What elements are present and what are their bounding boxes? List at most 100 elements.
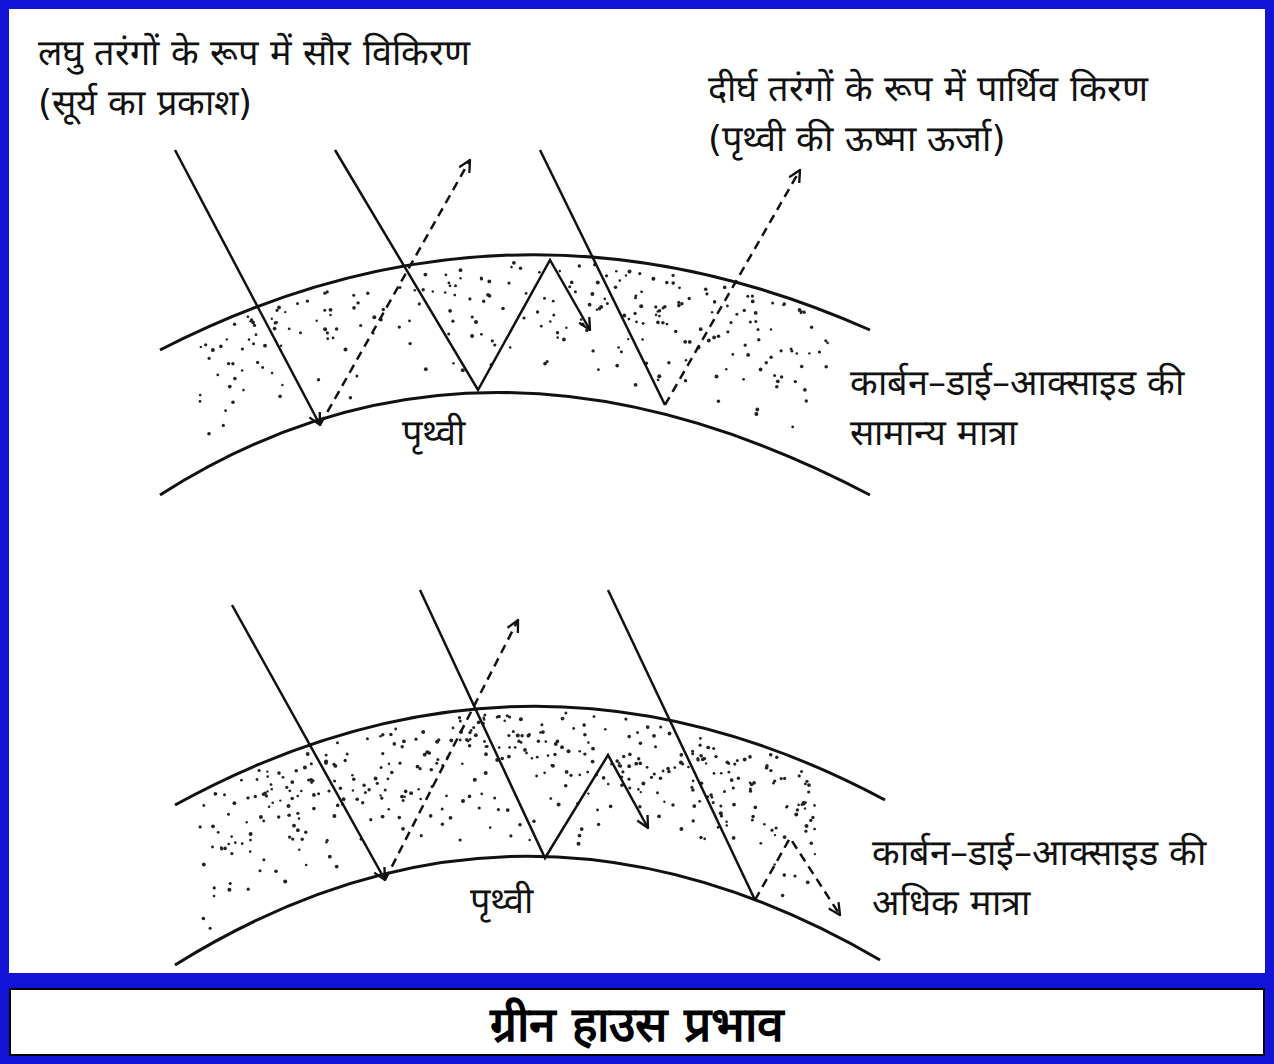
co2-dot: [326, 290, 329, 293]
co2-dot: [329, 308, 333, 312]
co2-dot: [578, 834, 582, 838]
co2-dot: [783, 873, 787, 877]
co2-dot: [581, 323, 585, 327]
co2-dot: [814, 853, 816, 855]
co2-dot: [382, 308, 385, 311]
co2-dot: [606, 302, 609, 305]
co2-dot: [335, 865, 339, 869]
co2-dot: [296, 302, 299, 305]
co2-dot: [219, 345, 223, 349]
co2-dot: [424, 273, 428, 277]
co2-dot: [435, 762, 438, 765]
co2-dot: [352, 778, 356, 782]
co2-dot: [323, 327, 327, 331]
co2-dot: [459, 277, 461, 279]
co2-dot: [296, 812, 299, 815]
co2-dot: [794, 813, 798, 817]
co2-dot: [401, 827, 405, 831]
co2-dot: [449, 738, 453, 742]
co2-dot: [344, 759, 347, 762]
co2-dot: [726, 330, 729, 333]
co2-dot: [781, 894, 785, 898]
co2-dot: [569, 774, 572, 777]
co2-dot: [749, 782, 751, 784]
co2-dot: [213, 895, 216, 898]
co2-dot: [604, 728, 607, 731]
co2-dot: [732, 786, 735, 789]
co2-dot: [518, 823, 522, 827]
co2-dot: [699, 737, 702, 740]
co2-dot: [507, 282, 510, 285]
co2-dot: [336, 741, 339, 744]
co2-dot: [241, 369, 244, 372]
co2-dot: [759, 842, 762, 845]
wave-label: लघु तरंगों के रूप में सौर विकिरण (सूर्य …: [38, 28, 498, 128]
co2-dot: [352, 306, 356, 310]
co2-dot: [619, 764, 623, 768]
co2-dot: [231, 401, 235, 405]
co2-dot: [246, 796, 249, 799]
co2-dot: [683, 340, 687, 344]
co2-dot: [628, 318, 631, 321]
co2-dot: [560, 745, 564, 749]
co2-dot: [565, 770, 569, 774]
co2-dot: [579, 774, 582, 777]
co2-label: कार्बन–डाई–आक्साइड की सामान्य मात्रा: [850, 358, 1250, 458]
co2-dot: [754, 311, 758, 315]
co2-dot: [775, 756, 778, 759]
co2-dot: [247, 315, 250, 318]
co2-dot: [692, 780, 695, 783]
co2-dot: [538, 271, 541, 274]
co2-dot: [646, 766, 649, 769]
co2-dot: [565, 327, 567, 329]
co2-dot: [804, 807, 806, 809]
co2-dot: [656, 791, 659, 794]
co2-dot: [489, 826, 492, 829]
co2-dot: [539, 731, 541, 733]
co2-dot: [306, 752, 310, 756]
co2-dot: [325, 841, 328, 844]
co2-dot: [211, 846, 214, 849]
co2-dot: [288, 789, 291, 792]
co2-dot: [587, 792, 589, 794]
co2-dot: [409, 791, 413, 795]
co2-dot: [699, 744, 702, 747]
co2-dot: [654, 745, 657, 748]
co2-dot: [468, 297, 471, 300]
co2-dot: [332, 337, 335, 340]
co2-dot: [274, 869, 278, 873]
co2-dot: [730, 778, 734, 782]
co2-dot: [808, 352, 810, 354]
co2-dot: [627, 338, 629, 340]
co2-dot: [705, 292, 708, 295]
co2-dot: [728, 771, 731, 774]
co2-dot: [596, 809, 599, 812]
co2-dot: [249, 850, 252, 853]
co2-dot: [535, 775, 538, 778]
co2-dot: [732, 836, 736, 840]
co2-dot: [729, 321, 732, 324]
co2-dot: [453, 294, 456, 297]
co2-dot: [327, 789, 330, 792]
co2-dot: [480, 277, 483, 280]
co2-dot: [824, 365, 828, 369]
co2-dot: [432, 290, 434, 292]
co2-dot: [551, 764, 554, 767]
co2-dot: [227, 362, 230, 365]
co2-dot: [627, 778, 630, 781]
co2-dot: [509, 834, 512, 837]
co2-dot: [646, 725, 650, 729]
co2-dot: [578, 264, 581, 267]
co2-dot: [408, 320, 411, 323]
co2-dot: [366, 292, 369, 295]
co2-dot: [783, 835, 787, 839]
co2-dot: [725, 368, 727, 370]
co2-dot: [657, 814, 661, 818]
co2-dot: [561, 717, 565, 721]
co2-dot: [381, 815, 385, 819]
co2-dot: [609, 805, 613, 809]
co2-dot: [642, 322, 645, 325]
co2-dot: [328, 855, 332, 859]
co2-dot: [483, 740, 486, 743]
co2-dot: [696, 757, 699, 760]
